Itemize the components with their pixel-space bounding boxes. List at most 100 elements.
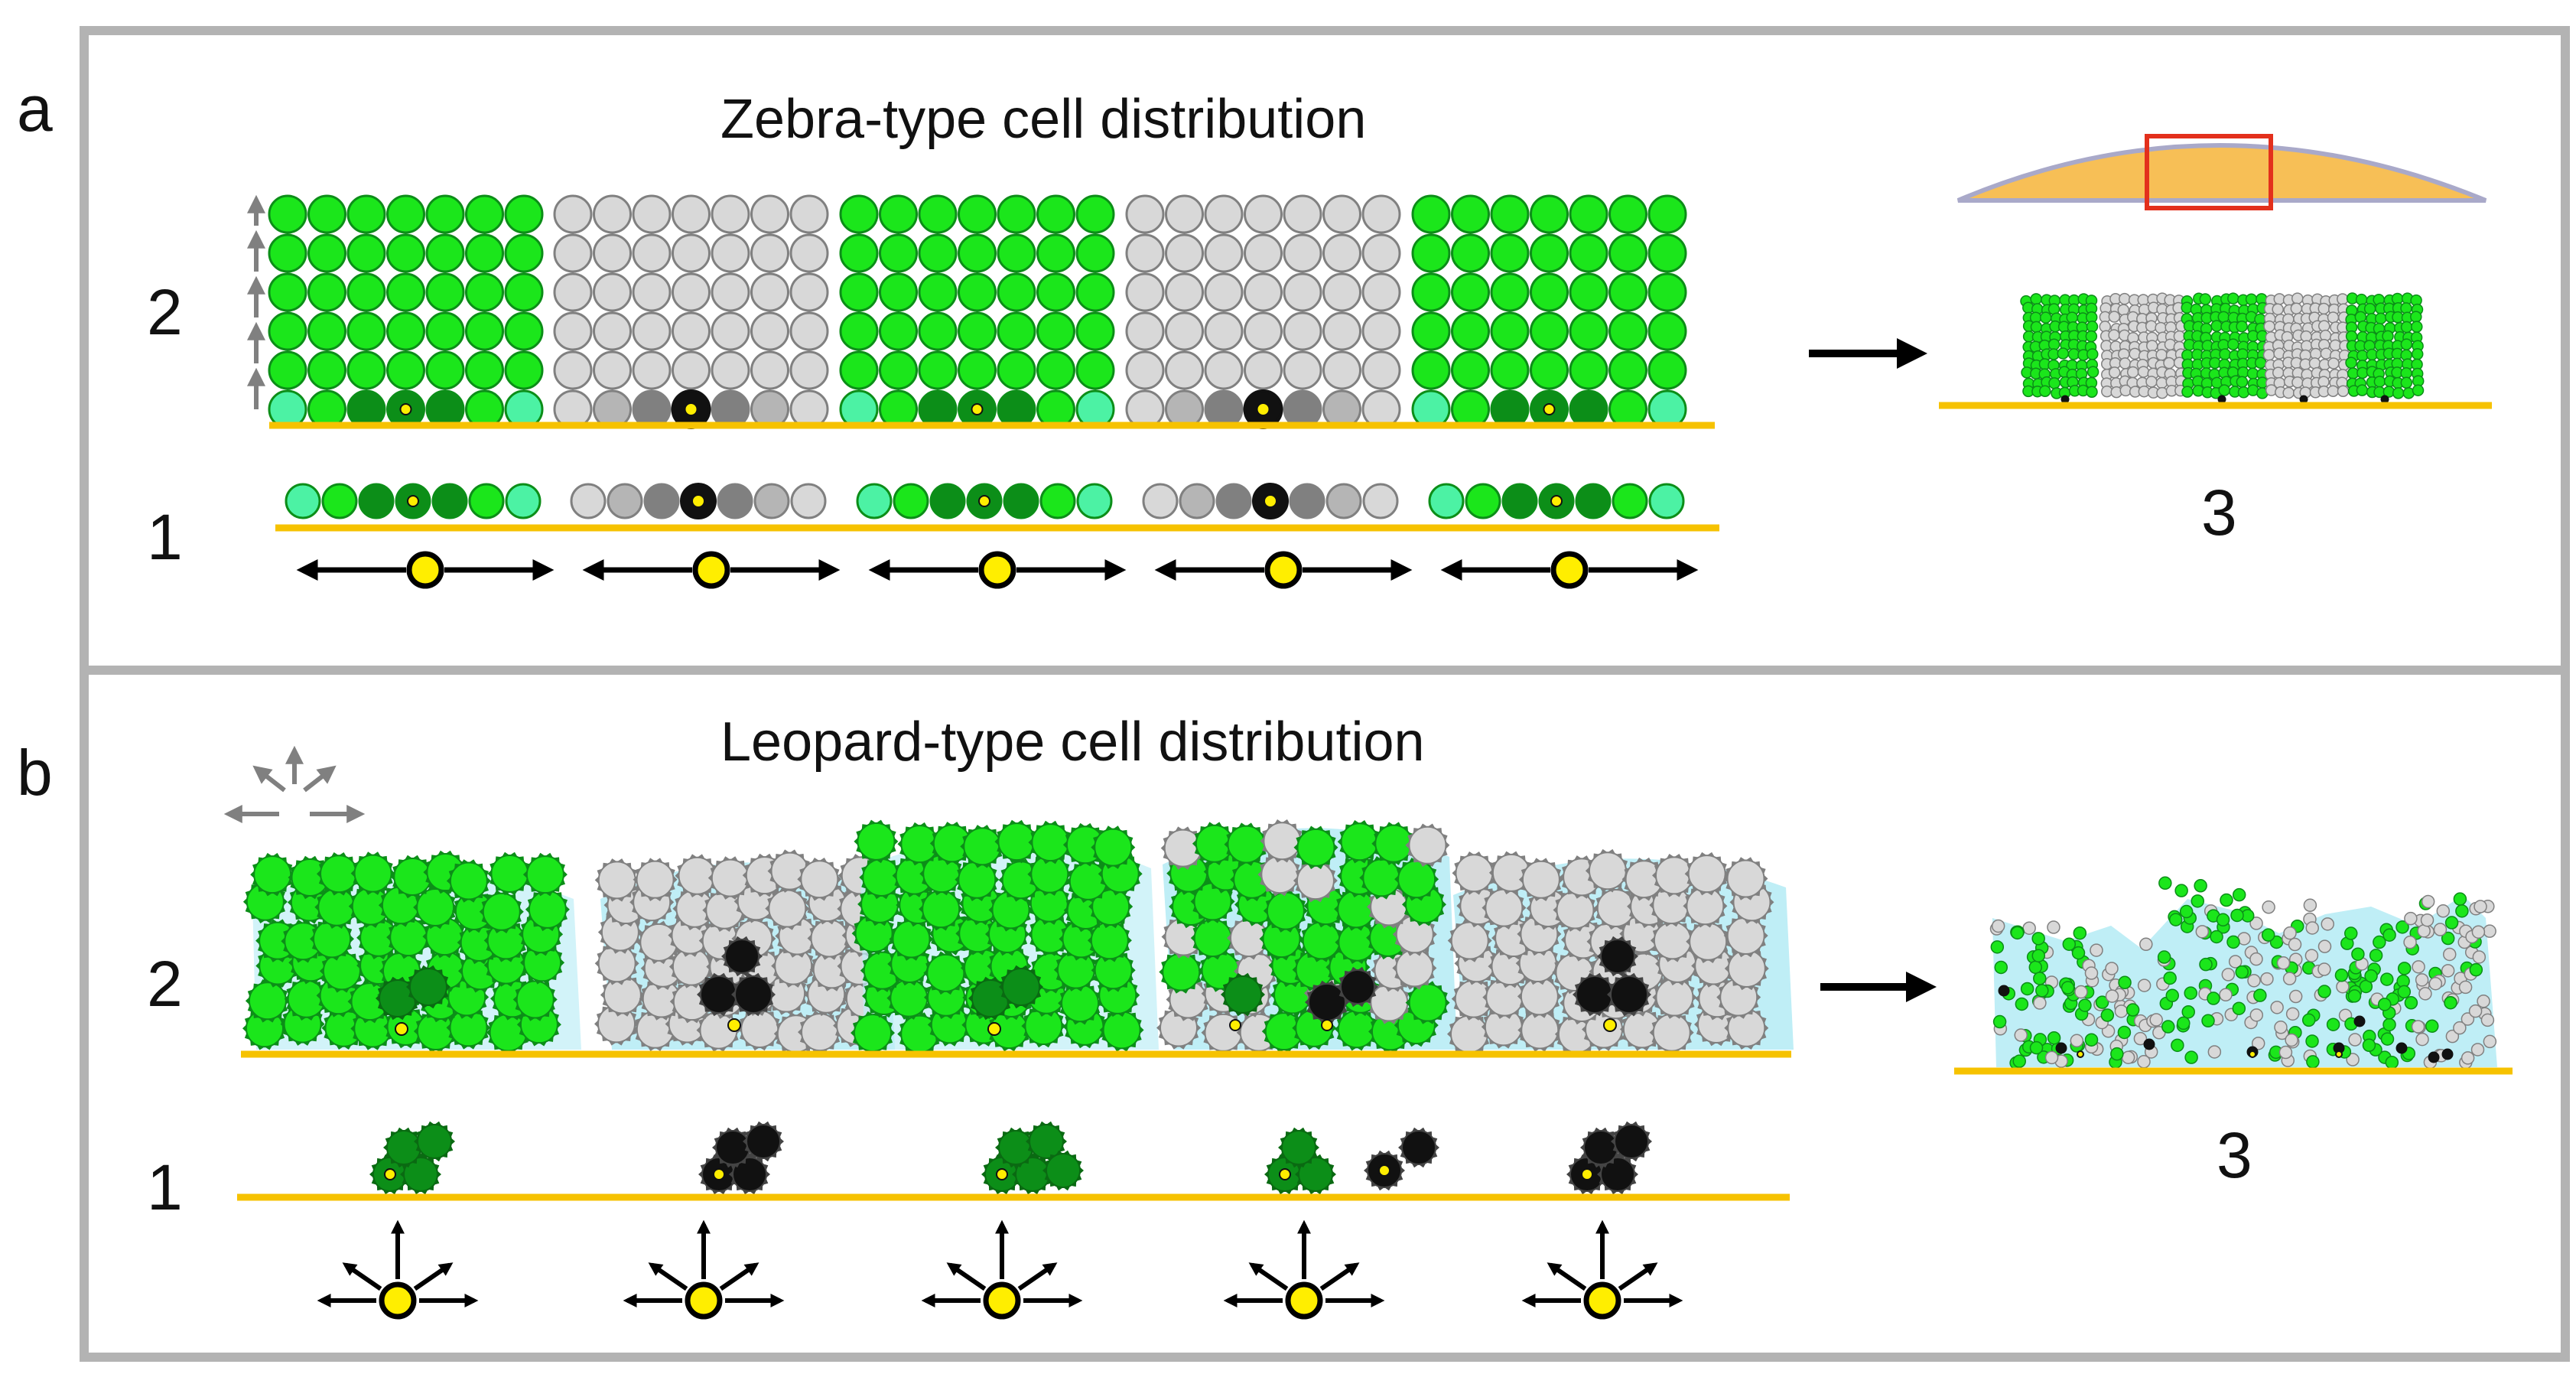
cell [2317,302,2330,315]
cell [1322,350,1361,390]
cell [678,856,717,895]
panel-b-graphics [223,745,2513,1320]
cell [2480,1013,2495,1027]
cell [2412,960,2425,974]
cell [1244,233,1283,273]
cell [2249,952,2263,966]
cell [2105,962,2119,975]
cell [632,272,672,312]
cell [2030,321,2043,334]
cell [2274,1021,2288,1034]
cell [1094,828,1133,867]
cell [1450,921,1489,960]
cell [482,892,521,931]
cell [879,311,918,351]
cell [958,311,997,351]
cell [2168,913,2183,926]
cell [1125,233,1165,273]
cell [2276,956,2291,970]
signal-source-icon [983,1281,1021,1320]
cell [2471,925,2486,939]
cell [2261,928,2275,942]
cell [2145,376,2158,388]
dark-cell [2395,1042,2408,1054]
cell [2397,962,2412,975]
row1-stripe-4 [1142,483,1399,519]
cell [2227,338,2239,350]
cell [2119,357,2132,370]
cell [2377,998,2392,1011]
cell [465,194,504,234]
dark-cell [2143,1038,2155,1050]
dark-cell [724,939,759,974]
row1-cluster-3 [981,1121,1084,1195]
cell [929,483,966,519]
cell [2317,962,2331,976]
cell [1204,233,1244,273]
cell [1600,1157,1635,1192]
cell [672,350,711,390]
cell [2453,1021,2467,1035]
cell [1455,854,1494,893]
cell [711,272,750,312]
cell [2108,311,2121,323]
signal-nucleus [691,494,705,508]
radial-source-2 [623,1219,785,1320]
cell [879,233,918,273]
cell [2425,1019,2439,1034]
cell [2086,348,2099,360]
cell [386,1130,421,1165]
cell [2327,357,2340,370]
cell [1530,272,1569,312]
cell [307,350,346,390]
cell [449,861,488,900]
cell [2020,982,2034,996]
signal-nucleus [2249,1050,2256,1058]
cell [997,194,1036,234]
cell [1031,823,1070,862]
cell [1076,483,1113,519]
cell [893,483,929,519]
cell [2210,320,2223,332]
cell [425,233,465,273]
cell [1451,350,1490,390]
cell [2163,357,2175,370]
cell [553,272,593,312]
leopard-cluster-1 [242,850,581,1054]
cell [2084,1033,2099,1047]
cell [2327,385,2340,397]
cell [2474,900,2487,913]
cell [346,311,386,351]
cell [1411,233,1451,273]
cell [2232,887,2246,902]
cell [2236,376,2249,388]
cell [2282,386,2295,399]
cell [997,233,1036,273]
cell [1726,917,1765,956]
cell [2156,386,2168,399]
cell [2179,904,2194,919]
cell [1647,233,1687,273]
row1-cluster-5 [1566,1121,1652,1195]
cell [2410,311,2422,323]
dark-cell [734,975,772,1014]
signal-nucleus [1279,1168,1291,1180]
cell [268,311,307,351]
cell [2362,1038,2376,1053]
cell [1490,311,1530,351]
cell [504,311,544,351]
cell [1337,1010,1376,1049]
cell [2441,964,2455,978]
cell [1165,272,1204,312]
signal-source-icon [1550,551,1589,589]
cell [425,194,465,234]
cell [1575,483,1612,519]
cell [2145,320,2158,333]
cell [1411,272,1451,312]
panel-a-graphics [247,134,2492,589]
cell [597,861,636,900]
cell [2137,1055,2151,1069]
cell [2216,913,2230,927]
cell [1322,272,1361,312]
cell [516,980,555,1019]
